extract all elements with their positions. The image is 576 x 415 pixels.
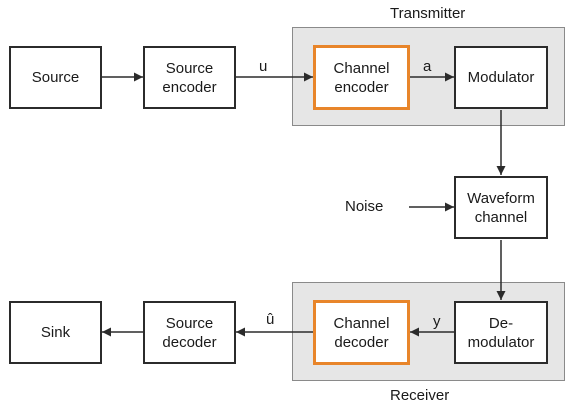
noise-label: Noise: [345, 198, 384, 215]
waveform-channel-block: Waveform channel: [454, 176, 548, 239]
demodulator-block: De- modulator: [454, 301, 548, 364]
modulator-block: Modulator: [454, 46, 548, 109]
channel-encoder-block: Channel encoder: [313, 45, 410, 110]
signal-a-label: a: [423, 58, 432, 75]
source-decoder-block: Source decoder: [143, 301, 236, 364]
source-encoder-block: Source encoder: [143, 46, 236, 109]
receiver-label: Receiver: [390, 387, 450, 404]
source-block: Source: [9, 46, 102, 109]
channel-decoder-block: Channel decoder: [313, 300, 410, 365]
signal-u-label: u: [259, 58, 268, 75]
sink-block: Sink: [9, 301, 102, 364]
transmitter-label: Transmitter: [390, 5, 466, 22]
signal-y-label: y: [433, 313, 441, 330]
signal-u-hat-label: û: [266, 311, 275, 328]
